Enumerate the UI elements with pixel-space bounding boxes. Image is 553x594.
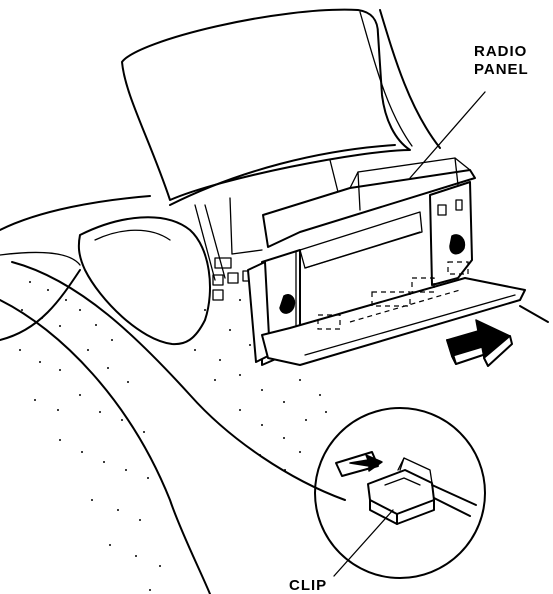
clip-label: CLIP xyxy=(289,577,327,594)
dashboard-outline xyxy=(0,9,549,323)
seat-back xyxy=(121,8,413,201)
radio-panel-label-line2: PANEL xyxy=(474,61,529,78)
clip-detail-view xyxy=(314,407,486,579)
console-floor xyxy=(0,216,346,594)
radio-panel xyxy=(247,157,526,366)
dash-switches xyxy=(212,257,254,301)
radio-panel-label-line1: RADIO xyxy=(474,43,527,60)
pull-direction-arrow xyxy=(446,319,513,367)
radio-panel-leader xyxy=(409,91,486,179)
clip-leader xyxy=(333,509,394,577)
